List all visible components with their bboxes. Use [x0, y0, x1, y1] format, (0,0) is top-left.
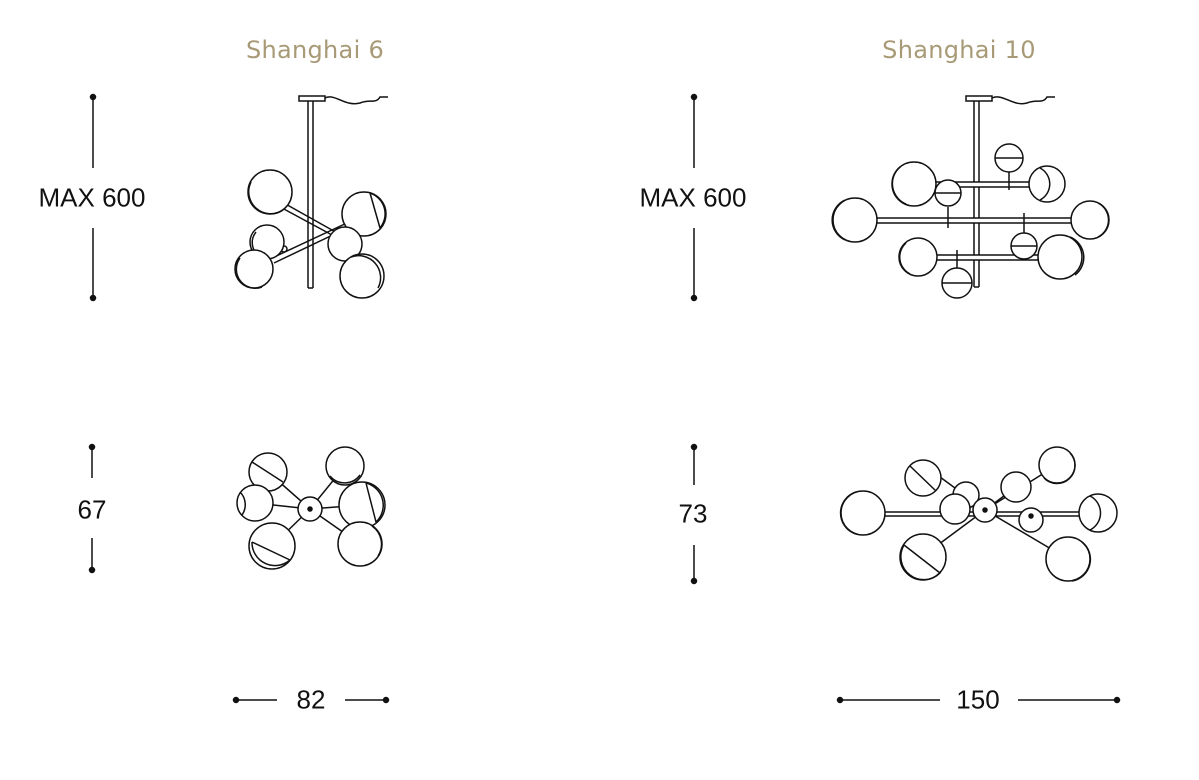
dimension-depth-shanghai-10: [692, 445, 697, 584]
height-label-shanghai-6: MAX 600: [38, 182, 146, 213]
width-label-shanghai-6: 82: [296, 684, 326, 715]
dimension-depth-shanghai-6: [90, 445, 95, 573]
dimension-height-shanghai-6: [91, 95, 96, 301]
height-label-shanghai-10: MAX 600: [639, 182, 747, 213]
shanghai-6-front-view: [235, 96, 388, 298]
product-title-shanghai-10: Shanghai 10: [882, 36, 1036, 64]
depth-label-shanghai-10: 73: [678, 498, 708, 529]
dimension-width-shanghai-10: [838, 698, 1120, 703]
depth-label-shanghai-6: 67: [77, 494, 107, 525]
shanghai-10-plan-view: [841, 447, 1117, 581]
product-title-shanghai-6: Shanghai 6: [245, 36, 385, 64]
width-label-shanghai-10: 150: [956, 684, 1000, 715]
shanghai-10-front-view: [832, 96, 1109, 298]
dimension-height-shanghai-10: [692, 95, 697, 301]
shanghai-6-plan-view: [237, 447, 385, 569]
dimension-width-shanghai-6: [234, 698, 389, 703]
